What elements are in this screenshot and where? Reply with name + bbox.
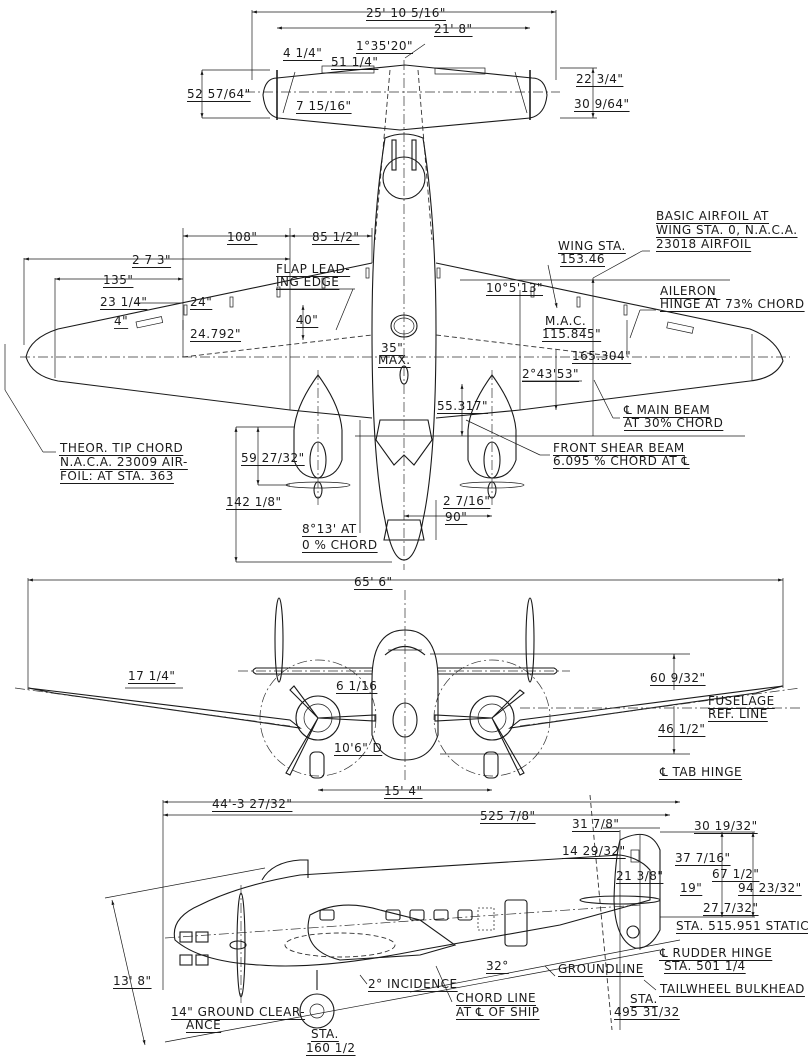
sweep-angle: 10°5'13" [486,281,543,295]
dim-tail-dihedral: 1°35'20" [356,39,413,53]
dim-37: 37 7/16" [675,851,731,865]
dim-above-ref: 60 9/32" [650,671,706,685]
front-shear-2: 6.095 % CHORD AT ℄ [553,454,690,468]
tip-chord-1: THEOR. TIP CHORD [59,441,183,455]
dim-length: 44'-3 27/32" [212,797,292,811]
dim-31: 31 7/8" [572,817,619,831]
nacelle-left [285,370,351,505]
basic-airfoil-3: 23018 AIRFOIL [656,237,751,251]
groundline-label: GROUNDLINE [558,962,644,976]
dim-23: 23 1/4" [100,295,147,309]
chord-line-1: CHORD LINE [456,991,536,1005]
dim-span: 65' 6" [354,575,393,589]
prop-diameter: 10'6" D [334,741,382,755]
dim-135: 135" [103,273,133,287]
mac-2: 115.845" [542,327,601,341]
ground-clearance-2: ANCE [186,1018,221,1032]
dim-tail-aft: 30 9/64" [574,97,630,111]
te-angle: 2°43'53" [522,367,579,381]
flap-label-2: ING EDGE [276,275,339,289]
dim-59: 59 27/32" [241,451,305,465]
tip-chord-3: FOIL: AT STA. 363 [60,469,174,483]
horizontal-tail [245,64,560,241]
tab-hinge-label: ℄ TAB HINGE [659,765,742,779]
dim-27: 27 7/32" [703,901,759,915]
fuselage-plan [371,60,437,570]
chord-line-2: AT ℄ OF SHIP [456,1005,540,1019]
dim-dihedral: 17 1/4" [128,669,175,683]
ground-clearance-1: 14" GROUND CLEAR- [171,1005,305,1019]
mac-1: M.A.C. [545,314,586,328]
ref-line-1: FUSELAGE [708,694,775,708]
wing-sta-2: 153.46 [560,252,605,266]
fuselage-width-2: MAX. [378,353,411,367]
aileron-1: AILERON [660,284,716,298]
dim-24792: 24.792" [190,327,241,341]
dim-tail-span-fins: 21' 8" [434,22,473,36]
dim-55: 55.317" [437,399,488,413]
dim-4: 4" [114,314,128,328]
dim-6116: 6 1/16 [336,679,377,693]
sta-160-2: 160 1/2 [306,1041,356,1055]
tailwheel-bulkhead: TAILWHEEL BULKHEAD [659,982,805,996]
nacelle-right [459,370,525,505]
dim-67: 67 1/2" [712,867,759,881]
sta-495-1: STA. [630,992,658,1006]
dim-fin-thickness: 7 15/16" [296,99,352,113]
dim-tail-fwd: 22 3/4" [576,72,623,86]
aileron-2: HINGE AT 73% CHORD [660,297,805,311]
front-shear-1: FRONT SHEAR BEAM [553,441,685,455]
dim-elevator-tab: 51 1/4" [331,55,378,69]
tip-chord-2: N.A.C.A. 23009 AIR- [60,455,188,469]
dim-142: 142 1/8" [226,495,282,509]
dim-40: 40" [296,313,318,327]
top-view: 25' 10 5/16" 21' 8" 1°35'20" 4 1/4" 51 1… [4,6,805,570]
rudder-hinge-2: STA. 501 1/4 [664,959,746,973]
dim-85: 85 1/2" [312,230,359,244]
dim-108: 108" [227,230,257,244]
dim-24: 24" [190,295,212,309]
main-beam-2: AT 30% CHORD [624,416,723,430]
rudder-hinge-1: ℄ RUDDER HINGE [659,946,772,960]
sta-495-2: 495 31/32 [614,1005,680,1019]
dim-height: 13' 8" [113,974,152,988]
dim-14: 14 29/32" [562,844,626,858]
basic-airfoil-2: WING STA. 0, N.A.C.A. [656,223,798,237]
dim-165: 165.304" [572,349,631,363]
dim-90: 90" [445,510,467,524]
dim-19: 19" [680,881,702,895]
wing-plan [20,262,790,419]
ref-line-2: REF. LINE [708,707,768,721]
dim-tail-chord: 52 57/64" [187,87,251,101]
wing-sta-1: WING STA. [558,239,626,253]
nacelle-angle-1: 8°13' AT [302,522,357,536]
flap-label-1: FLAP LEAD- [276,262,350,276]
tip-angle: 32° [486,959,509,973]
dim-below-ref: 46 1/2" [658,722,705,736]
dim-94: 94 23/32" [738,881,802,895]
dim-30: 30 19/32" [694,819,758,833]
dim-525: 525 7/8" [480,809,536,823]
dim-fin-offset: 4 1/4" [283,46,322,60]
incidence-label: 2° INCIDENCE [368,977,458,991]
sta-160-1: STA. [311,1027,339,1041]
nacelle-angle-2: 0 % CHORD [302,538,378,552]
dim-tail-span-overall: 25' 10 5/16" [366,6,446,20]
dim-21: 21 3/8" [616,869,663,883]
dim-2716: 2 7/16" [443,494,490,508]
main-beam-1: ℄ MAIN BEAM [623,403,710,417]
dim-tread: 15' 4" [384,784,423,798]
fuselage-width-1: 35" [381,341,403,355]
front-view: 65' 6" 17 1/4" 6 1/16 [14,575,801,799]
dim-273: 2 7 3" [132,253,171,267]
side-view: 44'-3 27/32" 525 7/8" [104,794,808,1056]
static-station: STA. 515.951 STATIC [676,919,808,933]
basic-airfoil-1: BASIC AIRFOIL AT [656,209,769,223]
